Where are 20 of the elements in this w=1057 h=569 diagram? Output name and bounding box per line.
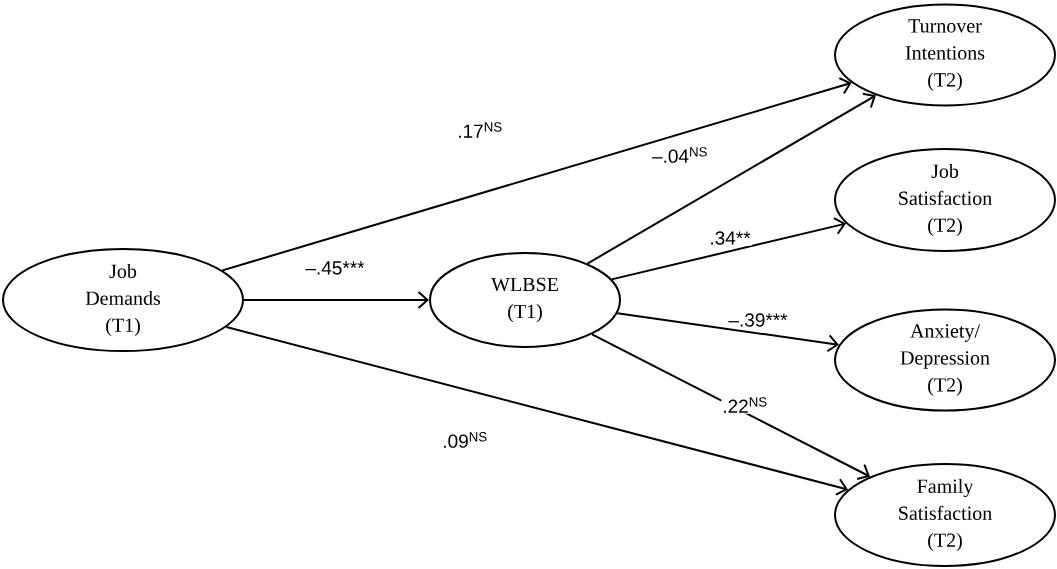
ellipse-node: Job Demands (T1) <box>2 248 244 352</box>
arrow <box>243 291 429 309</box>
edge-label: .17$^{NS}$ <box>456 121 504 139</box>
edge-label: –.04$^{NS}$ <box>651 146 709 164</box>
ellipse-node: Anxiety/ Depression (T2) <box>834 308 1056 412</box>
edge-label: .34** <box>708 230 752 246</box>
edge-label: .22$^{NS}$ <box>721 396 769 414</box>
arrow <box>586 92 876 265</box>
edge-label: –.45*** <box>304 260 366 276</box>
arrow <box>610 217 847 281</box>
edge-label: –.39*** <box>727 312 789 328</box>
ellipse-node: Job Satisfaction (T2) <box>834 148 1056 252</box>
arrow <box>221 77 852 272</box>
ellipse-node: Family Satisfaction (T2) <box>834 463 1056 567</box>
arrow <box>591 333 871 480</box>
ellipse-node: WLBSE (T1) <box>429 252 621 348</box>
arrow <box>616 312 839 353</box>
edge-label: .09$^{NS}$ <box>441 431 489 449</box>
ellipse-node: Turnover Intentions (T2) <box>834 3 1056 107</box>
arrow <box>225 326 849 496</box>
